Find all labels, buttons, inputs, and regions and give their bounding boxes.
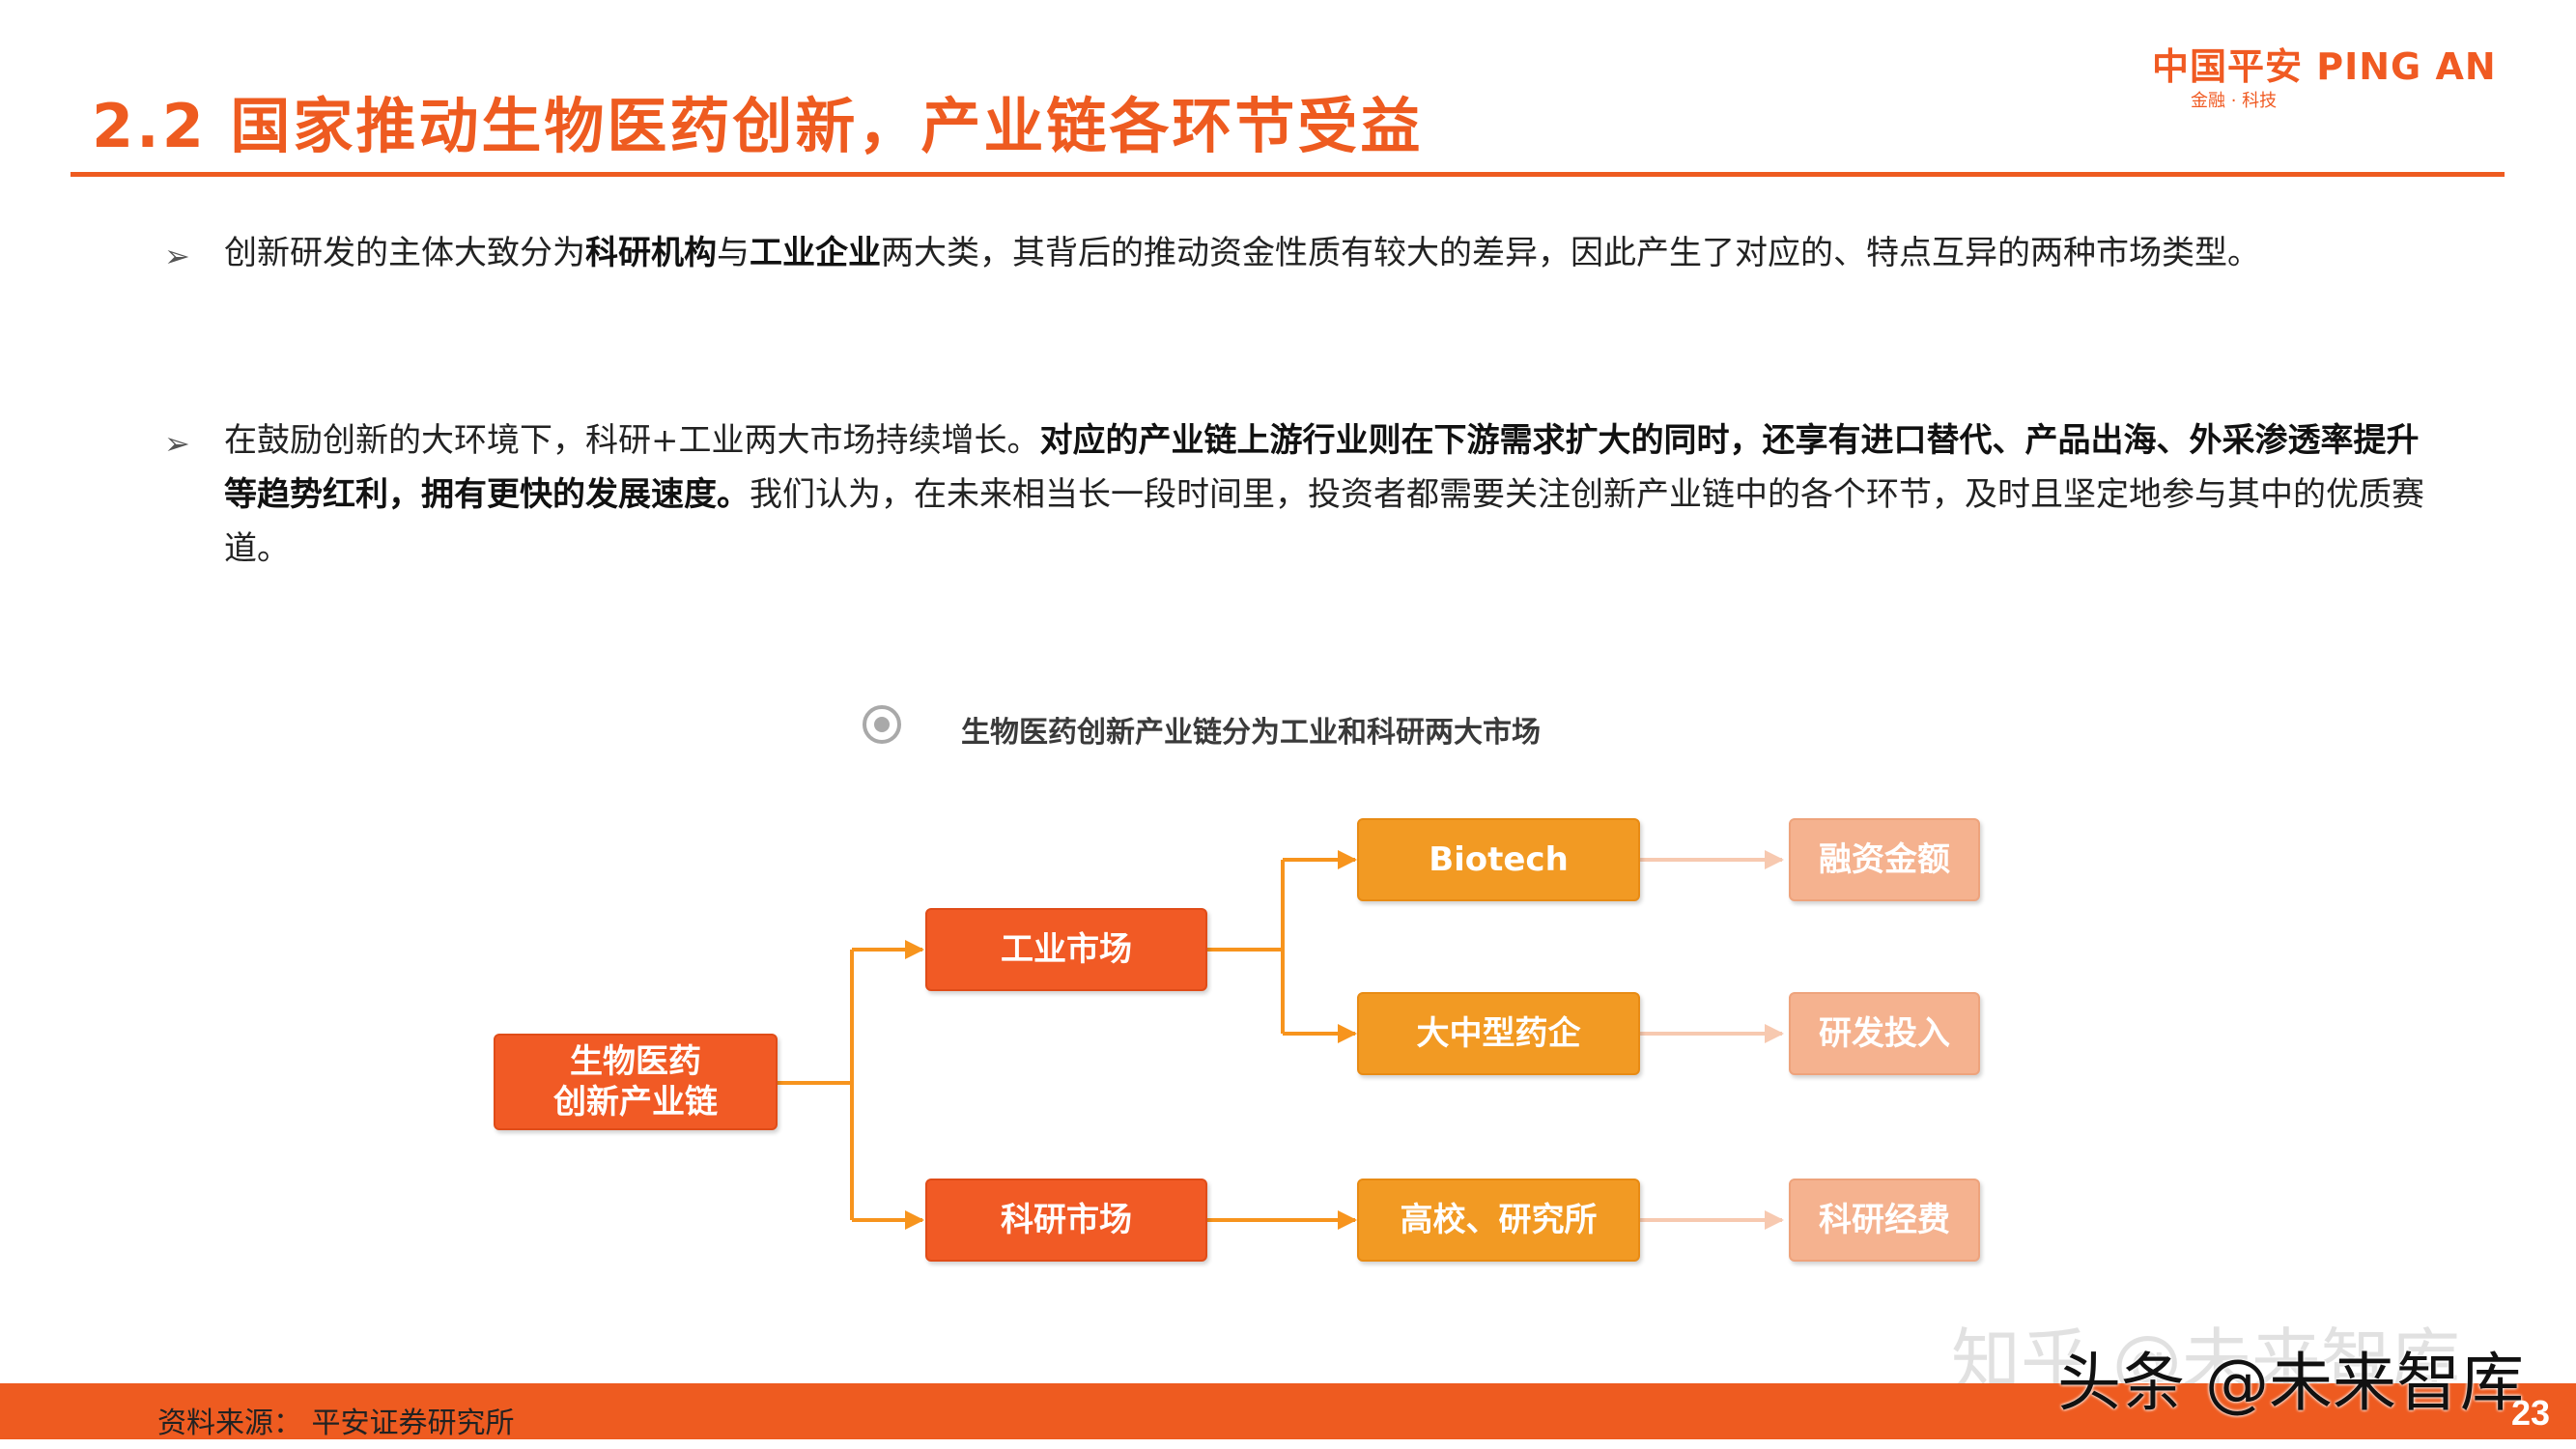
- paragraph-segment: 创新研发的主体大致分为: [224, 234, 585, 272]
- node-universities: 高校、研究所: [1357, 1179, 1640, 1262]
- paragraph-segment: 两大类，其背后的推动资金性质有较大的差异，因此产生了对应的、特点互异的两种市场类…: [881, 234, 2260, 272]
- node-large-pharma: 大中型药企: [1357, 992, 1640, 1075]
- bullet-arrow-icon: ➢: [164, 238, 190, 274]
- node-research-market: 科研市场: [925, 1179, 1207, 1262]
- caption-radio-icon: [863, 705, 901, 744]
- page-number: 23: [2511, 1393, 2551, 1433]
- footer-bottom-strip: [0, 1439, 2576, 1449]
- node-research-funds: 科研经费: [1789, 1179, 1980, 1262]
- node-biotech: Biotech: [1357, 818, 1640, 901]
- paragraph-segment: 在鼓励创新的大环境下，科研+工业两大市场持续增长。: [224, 421, 1040, 460]
- pingan-logo: 中国平安 PING AN: [2152, 45, 2497, 88]
- footer-bar: [0, 1383, 2576, 1439]
- bullet-paragraph-1: 创新研发的主体大致分为科研机构与工业企业两大类，其背后的推动资金性质有较大的差异…: [224, 226, 2426, 280]
- node-rnd-investment: 研发投入: [1789, 992, 1980, 1075]
- bullet-paragraph-2: 在鼓励创新的大环境下，科研+工业两大市场持续增长。对应的产业链上游行业则在下游需…: [224, 413, 2426, 576]
- paragraph-segment: 我们认为，在未来相当长一段时间里，投资者都需要关注创新产业链中的各个环节，及时且…: [224, 475, 2424, 568]
- paragraph-segment: 与: [717, 234, 750, 272]
- title-divider: [71, 172, 2505, 177]
- page-title: 2.2 国家推动生物医药创新，产业链各环节受益: [92, 91, 1424, 161]
- toutiao-watermark: 头条 @未来智库: [2057, 1346, 2524, 1420]
- node-root: 生物医药 创新产业链: [494, 1034, 778, 1130]
- node-industrial-market: 工业市场: [925, 908, 1207, 991]
- paragraph-segment-bold: 工业企业: [750, 234, 881, 272]
- source-note: 资料来源： 平安证券研究所: [157, 1406, 515, 1440]
- paragraph-segment-bold: 科研机构: [585, 234, 717, 272]
- bullet-arrow-icon: ➢: [164, 425, 190, 462]
- paragraph-segment-bold: 对应的产业链上游行业则在下游需求扩大的同时，还享有进口替代、产品出海、外采渗透率…: [224, 421, 2420, 514]
- pingan-logo-tagline: 金融 · 科技: [2191, 91, 2278, 111]
- diagram-caption: 生物医药创新产业链分为工业和科研两大市场: [961, 716, 1541, 750]
- node-financing-amount: 融资金额: [1789, 818, 1980, 901]
